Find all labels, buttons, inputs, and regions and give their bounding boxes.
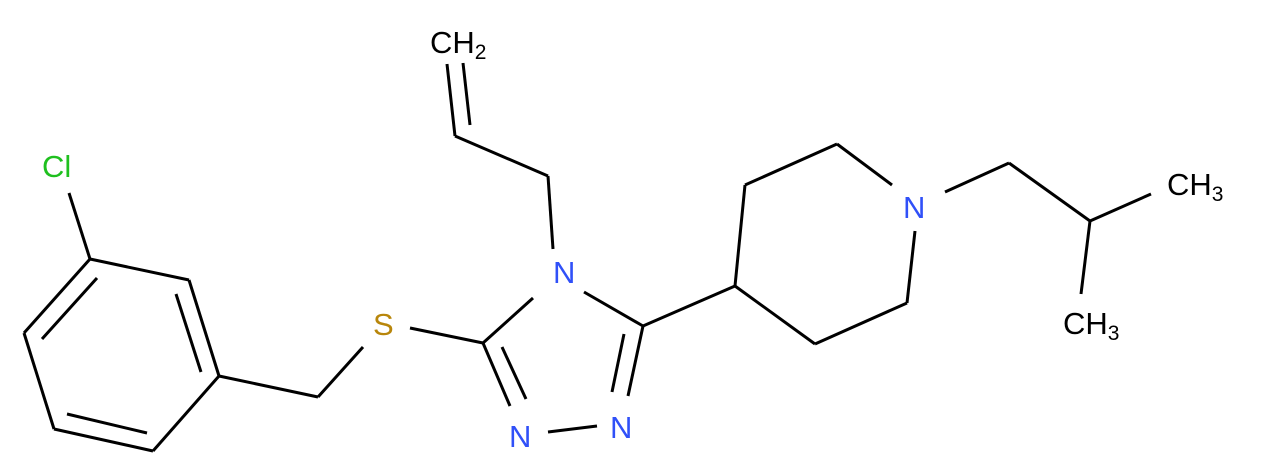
bond <box>546 175 555 250</box>
atom-ch3-bottom: CH3 <box>1063 306 1119 345</box>
bond <box>481 296 535 345</box>
bonds <box>22 62 1152 453</box>
bond <box>642 284 736 328</box>
bond <box>905 230 917 304</box>
bond <box>481 342 512 407</box>
bond <box>1008 161 1091 223</box>
bond <box>409 326 484 345</box>
bond <box>445 63 457 137</box>
bond <box>944 161 1010 194</box>
bond <box>316 345 365 399</box>
bond <box>547 424 598 434</box>
atom-chlorine: Cl <box>42 149 71 184</box>
atom-n1: N <box>610 410 632 445</box>
bond <box>744 142 838 187</box>
bond <box>218 374 319 399</box>
bond <box>1089 192 1152 223</box>
bond <box>187 279 221 377</box>
atom-ch3-top: CH3 <box>1167 167 1223 206</box>
bond <box>151 375 221 452</box>
bond <box>66 412 148 435</box>
bond <box>22 332 56 430</box>
bond <box>174 293 203 373</box>
atom-sulfur: S <box>373 307 394 342</box>
bond <box>583 290 644 328</box>
bond <box>500 346 528 400</box>
bond <box>733 184 747 287</box>
bond <box>22 258 92 334</box>
bond <box>814 301 908 346</box>
bond <box>626 325 645 397</box>
bond <box>734 284 816 346</box>
bond <box>89 257 190 282</box>
atom-piperidine-n: N <box>903 190 925 225</box>
atom-ch2: CH2 <box>430 25 486 64</box>
bond <box>40 276 99 341</box>
bond <box>53 427 154 453</box>
bond <box>67 192 92 260</box>
bond <box>1079 220 1092 295</box>
bond <box>454 134 549 178</box>
bond <box>461 62 472 126</box>
bond <box>610 333 626 393</box>
atom-n2: N <box>509 419 531 454</box>
bond <box>836 142 893 187</box>
atom-n4: N <box>553 255 575 290</box>
